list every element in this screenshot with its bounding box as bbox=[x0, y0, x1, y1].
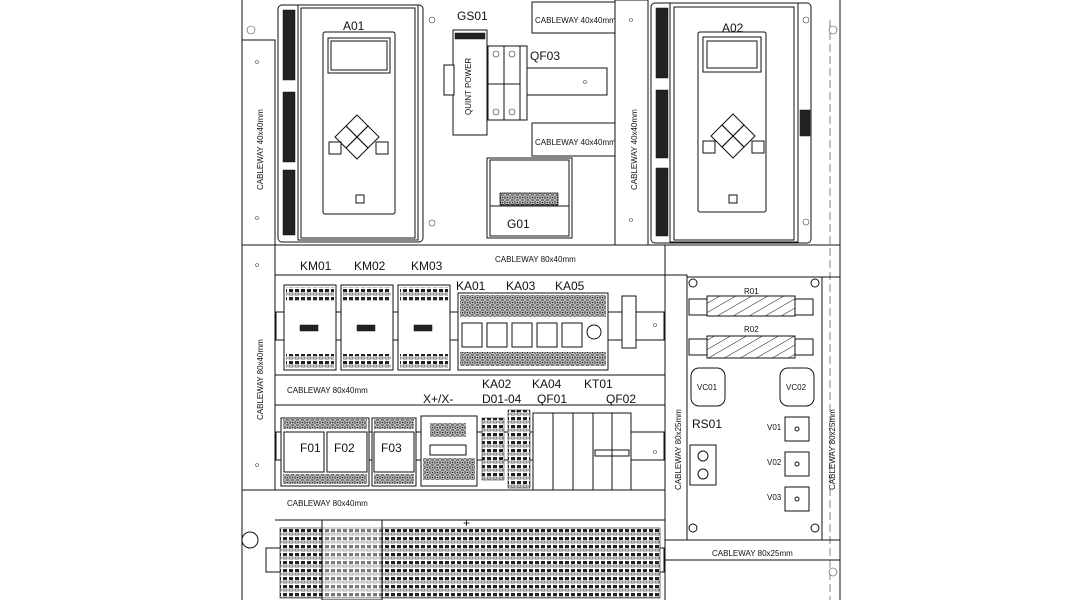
contactors-km bbox=[283, 284, 451, 371]
cableway-label: CABLEWAY 80x40mm bbox=[287, 499, 368, 508]
controller-a01: A01 bbox=[277, 4, 436, 243]
label-vc02: VC02 bbox=[786, 383, 807, 392]
label-g01: G01 bbox=[507, 217, 530, 231]
keypad bbox=[328, 114, 389, 160]
label-d01-04: D01-04 bbox=[482, 392, 522, 406]
label-v01: V01 bbox=[767, 423, 782, 432]
breaker-qf03: QF03 bbox=[487, 45, 560, 121]
cableway-top-right-2: CABLEWAY 40x40mm bbox=[531, 122, 616, 157]
label-vc01: VC01 bbox=[697, 383, 718, 392]
label-r02: R02 bbox=[744, 325, 759, 334]
relay-rs01 bbox=[689, 444, 717, 486]
label-x-plus-minus: X+/X- bbox=[423, 392, 453, 406]
label-a01: A01 bbox=[343, 19, 365, 33]
breakers-qf01-qf02 bbox=[532, 412, 632, 491]
label-qf03: QF03 bbox=[530, 49, 560, 63]
cableway-label: CABLEWAY 80x40mm bbox=[256, 339, 265, 420]
plus-sign: + bbox=[515, 407, 520, 416]
label-ka05: KA05 bbox=[555, 279, 585, 293]
module-g01: G01 bbox=[486, 157, 573, 239]
terminal-x-plus-minus bbox=[420, 415, 478, 487]
ground-icon bbox=[241, 531, 259, 549]
label-v03: V03 bbox=[767, 493, 782, 502]
terminal-block bbox=[507, 409, 531, 489]
cableway-label: CABLEWAY 80x25mm bbox=[712, 549, 793, 558]
cableway-right-bottom: CABLEWAY 80x25mm bbox=[664, 539, 841, 561]
cableway-left-mid: CABLEWAY 80x40mm bbox=[241, 244, 276, 491]
resistor-r01: R01 bbox=[688, 287, 814, 317]
label-rs01: RS01 bbox=[692, 417, 722, 431]
fuses-f bbox=[280, 417, 417, 487]
din-rail bbox=[526, 67, 608, 96]
diodes-d01-04 bbox=[481, 417, 505, 481]
cableway-label: CABLEWAY 40x40mm bbox=[535, 16, 616, 25]
plus-sign: + bbox=[463, 516, 470, 530]
cableway-label: CABLEWAY 80x25mm bbox=[674, 409, 683, 490]
label-ka04: KA04 bbox=[532, 377, 562, 391]
terminal-strip bbox=[241, 519, 665, 600]
cableway-top-right-1: CABLEWAY 40x40mm bbox=[531, 1, 616, 34]
cableway-h80-mid: CABLEWAY 80x40mm bbox=[275, 374, 665, 406]
label-a02: A02 bbox=[722, 21, 744, 35]
power-supply-gs01: GS01 QUINT POWER bbox=[443, 9, 488, 136]
label-gs01: GS01 bbox=[457, 9, 488, 23]
relays-ka bbox=[457, 292, 609, 371]
label-km02: KM02 bbox=[354, 259, 386, 273]
cableway-right-plate-right: CABLEWAY 80x25mm bbox=[821, 276, 841, 541]
cableway-label: CABLEWAY 80x40mm bbox=[495, 255, 576, 264]
label-ka02: KA02 bbox=[482, 377, 512, 391]
cableway-label: CABLEWAY 40x40mm bbox=[630, 109, 639, 190]
controller-a02: A02 bbox=[650, 2, 812, 244]
cableway-label: CABLEWAY 80x25mm bbox=[828, 409, 837, 490]
cableway-label: CABLEWAY 80x40mm bbox=[287, 386, 368, 395]
label-km03: KM03 bbox=[411, 259, 443, 273]
label-ka03: KA03 bbox=[506, 279, 536, 293]
cableway-mid-top: CABLEWAY 40x40mm bbox=[614, 0, 649, 246]
cableway-h80-top: CABLEWAY 80x40mm bbox=[274, 244, 666, 276]
label-qf02: QF02 bbox=[606, 392, 636, 406]
rectifiers-v: V01 V02 V03 bbox=[767, 416, 810, 512]
label-r01: R01 bbox=[744, 287, 759, 296]
cableway-label: CABLEWAY 40x40mm bbox=[535, 138, 616, 147]
varistor-vc02: VC02 bbox=[779, 367, 815, 407]
terminal-block bbox=[621, 295, 637, 349]
label-qf01: QF01 bbox=[537, 392, 567, 406]
label-km01: KM01 bbox=[300, 259, 332, 273]
label-f03: F03 bbox=[381, 441, 402, 455]
label-v02: V02 bbox=[767, 458, 782, 467]
cableway-left-top: CABLEWAY 40x40mm bbox=[241, 39, 276, 246]
label-ka01: KA01 bbox=[456, 279, 486, 293]
gs01-brand: QUINT POWER bbox=[464, 58, 473, 115]
resistor-r02: R02 bbox=[688, 325, 814, 359]
label-f01: F01 bbox=[300, 441, 321, 455]
label-f02: F02 bbox=[334, 441, 355, 455]
varistor-vc01: VC01 bbox=[690, 367, 726, 407]
cableway-h80-bottom: CABLEWAY 80x40mm bbox=[242, 489, 665, 521]
cableway-right-plate-left: CABLEWAY 80x25mm bbox=[664, 274, 688, 541]
cableway-label: CABLEWAY 40x40mm bbox=[256, 109, 265, 190]
label-kt01: KT01 bbox=[584, 377, 613, 391]
